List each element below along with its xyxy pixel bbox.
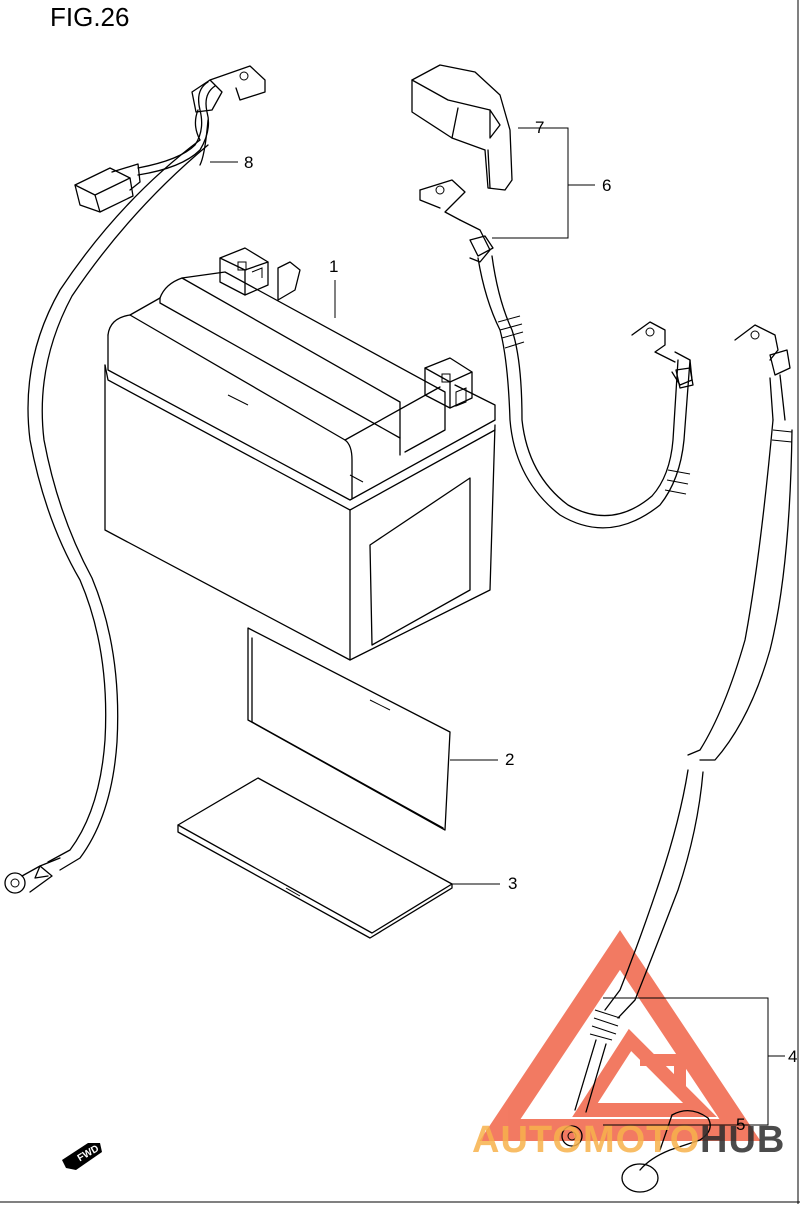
- callout-2: 2: [505, 750, 514, 769]
- callout-8: 8: [244, 153, 253, 172]
- leader-7-6: [492, 127, 569, 239]
- pad-upper: [247, 627, 451, 831]
- watermark-text: AUTOMOTO HUB: [472, 1119, 785, 1161]
- callout-4: 4: [788, 1047, 797, 1066]
- battery-cable-minus: [561, 324, 793, 1193]
- wiring-harness: [4, 65, 266, 894]
- callout-5: 5: [736, 1115, 745, 1134]
- battery-cable-plus: [419, 179, 694, 529]
- watermark-logo: [479, 930, 761, 1141]
- watermark-word-1: AUTOMOTO: [472, 1119, 700, 1161]
- leader-lines: [210, 127, 785, 1126]
- leader-4: [603, 997, 769, 1126]
- terminal-cover: [411, 64, 513, 191]
- callout-1: 1: [329, 257, 338, 276]
- callout-3: 3: [508, 874, 517, 893]
- forward-direction-badge: FWD: [62, 1143, 102, 1170]
- figure-title: FIG.26: [50, 2, 130, 32]
- callout-6: 6: [602, 176, 611, 195]
- battery: [104, 247, 496, 661]
- callout-7: 7: [535, 118, 544, 137]
- pad-lower: [177, 777, 453, 939]
- watermark-word-2: HUB: [700, 1119, 785, 1161]
